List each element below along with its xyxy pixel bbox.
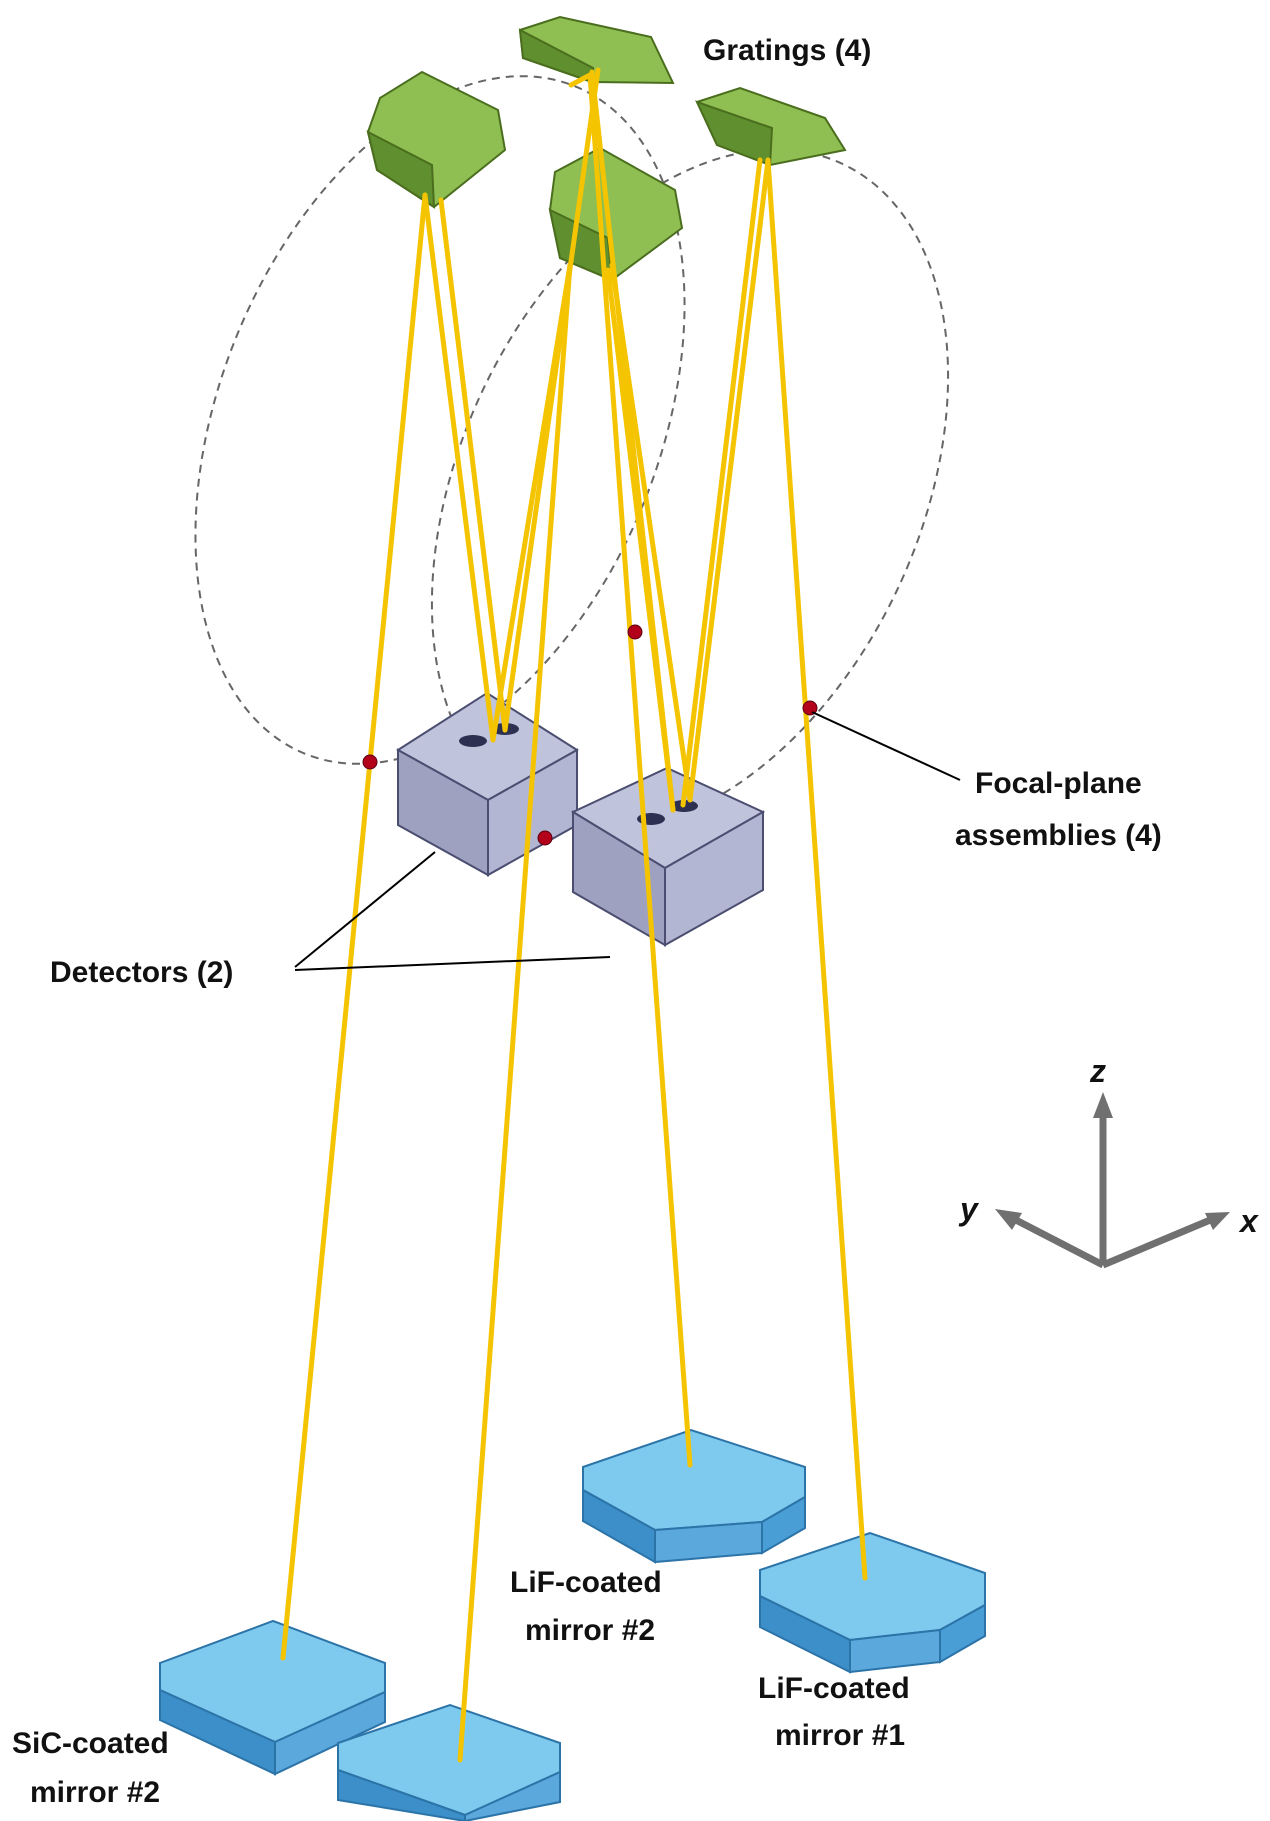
mirror-lif-2	[582, 1428, 806, 1564]
lif-mirror-1-label-line1: LiF-coated	[758, 1672, 910, 1705]
grating-top-right	[695, 86, 847, 167]
axis-y-label: y	[958, 1191, 980, 1227]
detector-left	[396, 691, 579, 877]
rowland-circle-left	[194, 75, 686, 765]
focal-dot-lower	[537, 830, 553, 846]
focal-dot-left	[362, 754, 378, 770]
sic-mirror-2-label-line1: SiC-coated	[12, 1727, 169, 1760]
lif-mirror-1-label-line2: mirror #1	[775, 1719, 905, 1752]
axis-z-label: z	[1089, 1053, 1106, 1089]
detectors-leader-2	[294, 956, 611, 971]
focal-plane-label-line2: assemblies (4)	[955, 819, 1162, 852]
grating-top-center	[518, 15, 675, 85]
focal-plane-label-line1: Focal-plane	[975, 767, 1142, 800]
light-rays	[280, 67, 868, 1763]
focal-dot-center	[627, 624, 643, 640]
lif-mirror-2-label-line1: LiF-coated	[510, 1566, 662, 1599]
focal-plane-leader	[811, 711, 961, 781]
sic-mirror-2-label-line2: mirror #2	[30, 1776, 160, 1809]
coordinate-axes	[995, 1092, 1230, 1269]
lif-mirror-2-label-line2: mirror #2	[525, 1614, 655, 1647]
mirror-sic-2	[337, 1703, 561, 1821]
mirror-lif-1	[759, 1531, 986, 1674]
mirror-sic-1	[159, 1619, 386, 1776]
focal-dot-right	[802, 700, 818, 716]
axis-x-label: x	[1238, 1203, 1259, 1239]
gratings-label: Gratings (4)	[703, 34, 871, 67]
grating-top-left	[366, 70, 507, 209]
detectors-label: Detectors (2)	[50, 956, 233, 989]
detector-right	[570, 766, 766, 947]
detectors-leader-1	[294, 851, 436, 968]
